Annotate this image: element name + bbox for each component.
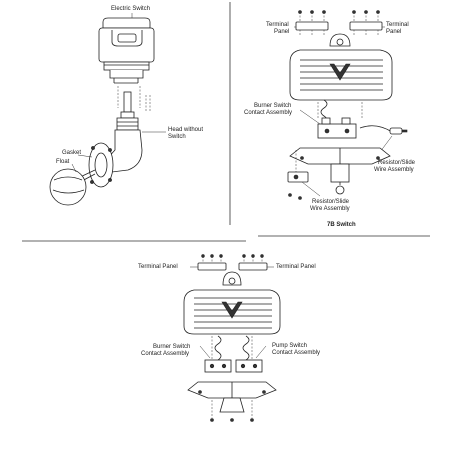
- float-head-body: [88, 129, 143, 188]
- leader-float: [71, 163, 77, 173]
- terminal-panels-b: [295, 21, 383, 31]
- label-terminal-panel-left-b-2: Panel: [274, 29, 290, 35]
- label-terminal-panel-right-b-1: Terminal: [386, 22, 409, 28]
- label-terminal-panel-left-c: Terminal Panel: [138, 264, 178, 270]
- label-resistor-wire-lower-b-1: Resistor/Slide: [312, 199, 350, 205]
- burner-contact-assembly-c: [204, 335, 232, 373]
- label-burner-switch-c-1: Burner Switch: [153, 344, 191, 350]
- resistor-lower-b: [287, 150, 309, 200]
- caption-7b-switch: 7B Switch: [327, 222, 356, 228]
- switch-housing-b: [289, 33, 393, 101]
- terminal-screws-c: [201, 254, 264, 268]
- leader-gasket: [77, 154, 93, 158]
- label-resistor-wire-lower-b-2: Wire Assembly: [310, 206, 350, 212]
- label-terminal-panel-right-c: Terminal Panel: [276, 264, 316, 270]
- switch-housing-c: [183, 271, 281, 335]
- switch-stem-part: [116, 91, 139, 131]
- label-burner-switch-b-1: Burner Switch: [254, 103, 292, 109]
- terminal-panels-c: [197, 262, 268, 271]
- label-gasket: Gasket: [62, 150, 82, 156]
- label-terminal-panel-left-b-1: Terminal: [266, 22, 289, 28]
- label-float: Float: [56, 159, 70, 165]
- leader-burner-c: [199, 345, 211, 359]
- base-plate-c: [187, 381, 277, 413]
- resistor-wire-b: [359, 125, 408, 135]
- pump-contact-assembly-c: [235, 335, 263, 373]
- label-electric-switch: Electric Switch: [111, 6, 151, 12]
- leader-resistor-lower-b: [301, 181, 321, 197]
- label-burner-switch-b-2: Contact Assembly: [244, 110, 293, 116]
- bottom-screws-c: [210, 400, 254, 422]
- label-pump-switch-c-2: Contact Assembly: [272, 350, 321, 356]
- leader-pump-c: [255, 345, 267, 359]
- label-burner-switch-c-2: Contact Assembly: [141, 351, 190, 357]
- label-resistor-wire-b-1: Resistor/Slide: [378, 160, 416, 166]
- label-resistor-wire-b-2: Wire Assembly: [374, 167, 414, 173]
- dashed-assembly-guides-a: [117, 86, 151, 112]
- label-terminal-panel-right-b-2: Panel: [386, 29, 402, 35]
- burner-contact-assembly-b: [317, 99, 363, 139]
- electric-switch-part: [98, 17, 155, 84]
- base-plate-b: [289, 147, 391, 195]
- label-pump-switch-c-1: Pump Switch: [272, 343, 308, 349]
- label-head-without-switch-2: Switch: [168, 134, 186, 140]
- leader-burner-b: [299, 109, 321, 125]
- float-arm-and-ball: [49, 168, 96, 206]
- label-head-without-switch-1: Head without: [168, 127, 204, 133]
